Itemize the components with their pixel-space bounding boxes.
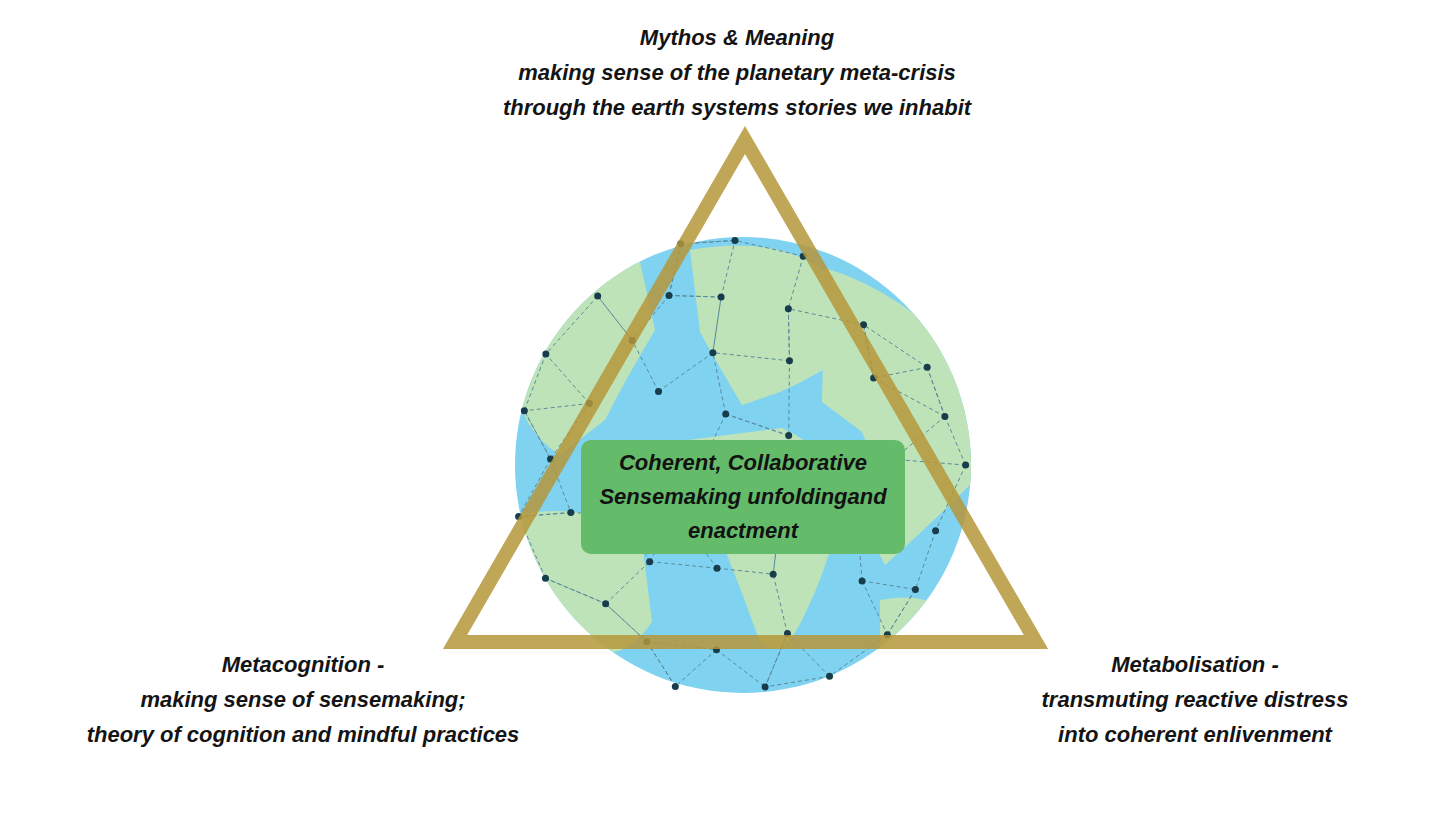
network-line bbox=[862, 581, 887, 635]
network-dot bbox=[646, 558, 653, 565]
network-line bbox=[726, 414, 789, 436]
network-line bbox=[716, 650, 765, 687]
network-line bbox=[927, 367, 945, 416]
vertex-description: making sense of the planetary meta-crisi… bbox=[518, 59, 956, 87]
network-line bbox=[713, 297, 721, 353]
network-dot bbox=[912, 586, 919, 593]
network-line bbox=[788, 309, 789, 361]
network-line bbox=[713, 297, 721, 353]
network-line bbox=[545, 578, 605, 603]
globe bbox=[515, 237, 971, 693]
network-line bbox=[545, 578, 605, 603]
network-dot bbox=[718, 294, 725, 301]
vertex-description: theory of cognition and mindful practice… bbox=[87, 721, 520, 749]
network-line bbox=[546, 296, 598, 354]
network-dot bbox=[785, 305, 792, 312]
network-dot bbox=[924, 364, 931, 371]
vertex-description: transmuting reactive distress bbox=[1042, 686, 1349, 714]
network-line bbox=[887, 589, 915, 634]
vertex-heading: Metabolisation - bbox=[1111, 651, 1278, 679]
network-line bbox=[887, 589, 915, 634]
network-line bbox=[726, 414, 789, 436]
network-line bbox=[788, 361, 790, 436]
network-dot bbox=[932, 527, 939, 534]
network-line bbox=[788, 256, 803, 309]
network-dot bbox=[521, 407, 528, 414]
network-dot bbox=[762, 683, 769, 690]
network-line bbox=[632, 340, 658, 391]
network-dot bbox=[770, 571, 777, 578]
vertex-description: making sense of sensemaking; bbox=[140, 686, 465, 714]
vertex-description: into coherent enlivenment bbox=[1058, 721, 1332, 749]
network-line bbox=[669, 295, 721, 297]
center-text: Coherent, Collaborative Sensemaking unfo… bbox=[593, 446, 893, 548]
network-dot bbox=[655, 388, 662, 395]
network-line bbox=[524, 411, 550, 459]
network-line bbox=[765, 676, 829, 687]
network-dot bbox=[859, 577, 866, 584]
network-dot bbox=[722, 410, 729, 417]
vertex-description: through the earth systems stories we inh… bbox=[503, 94, 971, 122]
network-line bbox=[546, 354, 590, 403]
network-dot bbox=[785, 432, 792, 439]
network-line bbox=[862, 581, 915, 590]
network-dot bbox=[594, 293, 601, 300]
network-dot bbox=[672, 683, 679, 690]
vertex-heading: Metacognition - bbox=[222, 651, 385, 679]
network-line bbox=[721, 240, 735, 297]
network-dot bbox=[542, 575, 549, 582]
triangle bbox=[455, 140, 1036, 642]
network-dot bbox=[602, 600, 609, 607]
vertex-heading: Mythos & Meaning bbox=[640, 24, 834, 52]
network-dot bbox=[941, 413, 948, 420]
network-dot bbox=[786, 357, 793, 364]
network-line bbox=[713, 353, 790, 361]
network-line bbox=[927, 367, 945, 416]
network-line bbox=[773, 574, 787, 633]
network-line bbox=[945, 416, 966, 465]
network-line bbox=[524, 403, 589, 410]
network-dot bbox=[826, 673, 833, 680]
network-line bbox=[524, 411, 550, 459]
network-line bbox=[659, 353, 713, 392]
network-line bbox=[735, 240, 803, 256]
network-lines bbox=[519, 240, 966, 687]
network-line bbox=[606, 562, 650, 604]
network-line bbox=[915, 531, 935, 590]
center-label-box: Coherent, Collaborative Sensemaking unfo… bbox=[581, 440, 905, 554]
network-dot bbox=[962, 462, 969, 469]
network-dot bbox=[714, 565, 721, 572]
network-dot bbox=[666, 292, 673, 299]
network-line bbox=[650, 562, 717, 569]
network-dot bbox=[731, 237, 738, 244]
network-dot bbox=[567, 509, 574, 516]
network-dots bbox=[515, 237, 969, 691]
network-dot bbox=[709, 349, 716, 356]
network-line bbox=[524, 354, 546, 411]
network-line bbox=[675, 650, 716, 687]
land-masses bbox=[515, 245, 975, 682]
network-line bbox=[669, 295, 721, 297]
network-line bbox=[713, 353, 726, 414]
network-line bbox=[788, 309, 789, 361]
network-dot bbox=[542, 351, 549, 358]
network-line bbox=[717, 568, 773, 574]
